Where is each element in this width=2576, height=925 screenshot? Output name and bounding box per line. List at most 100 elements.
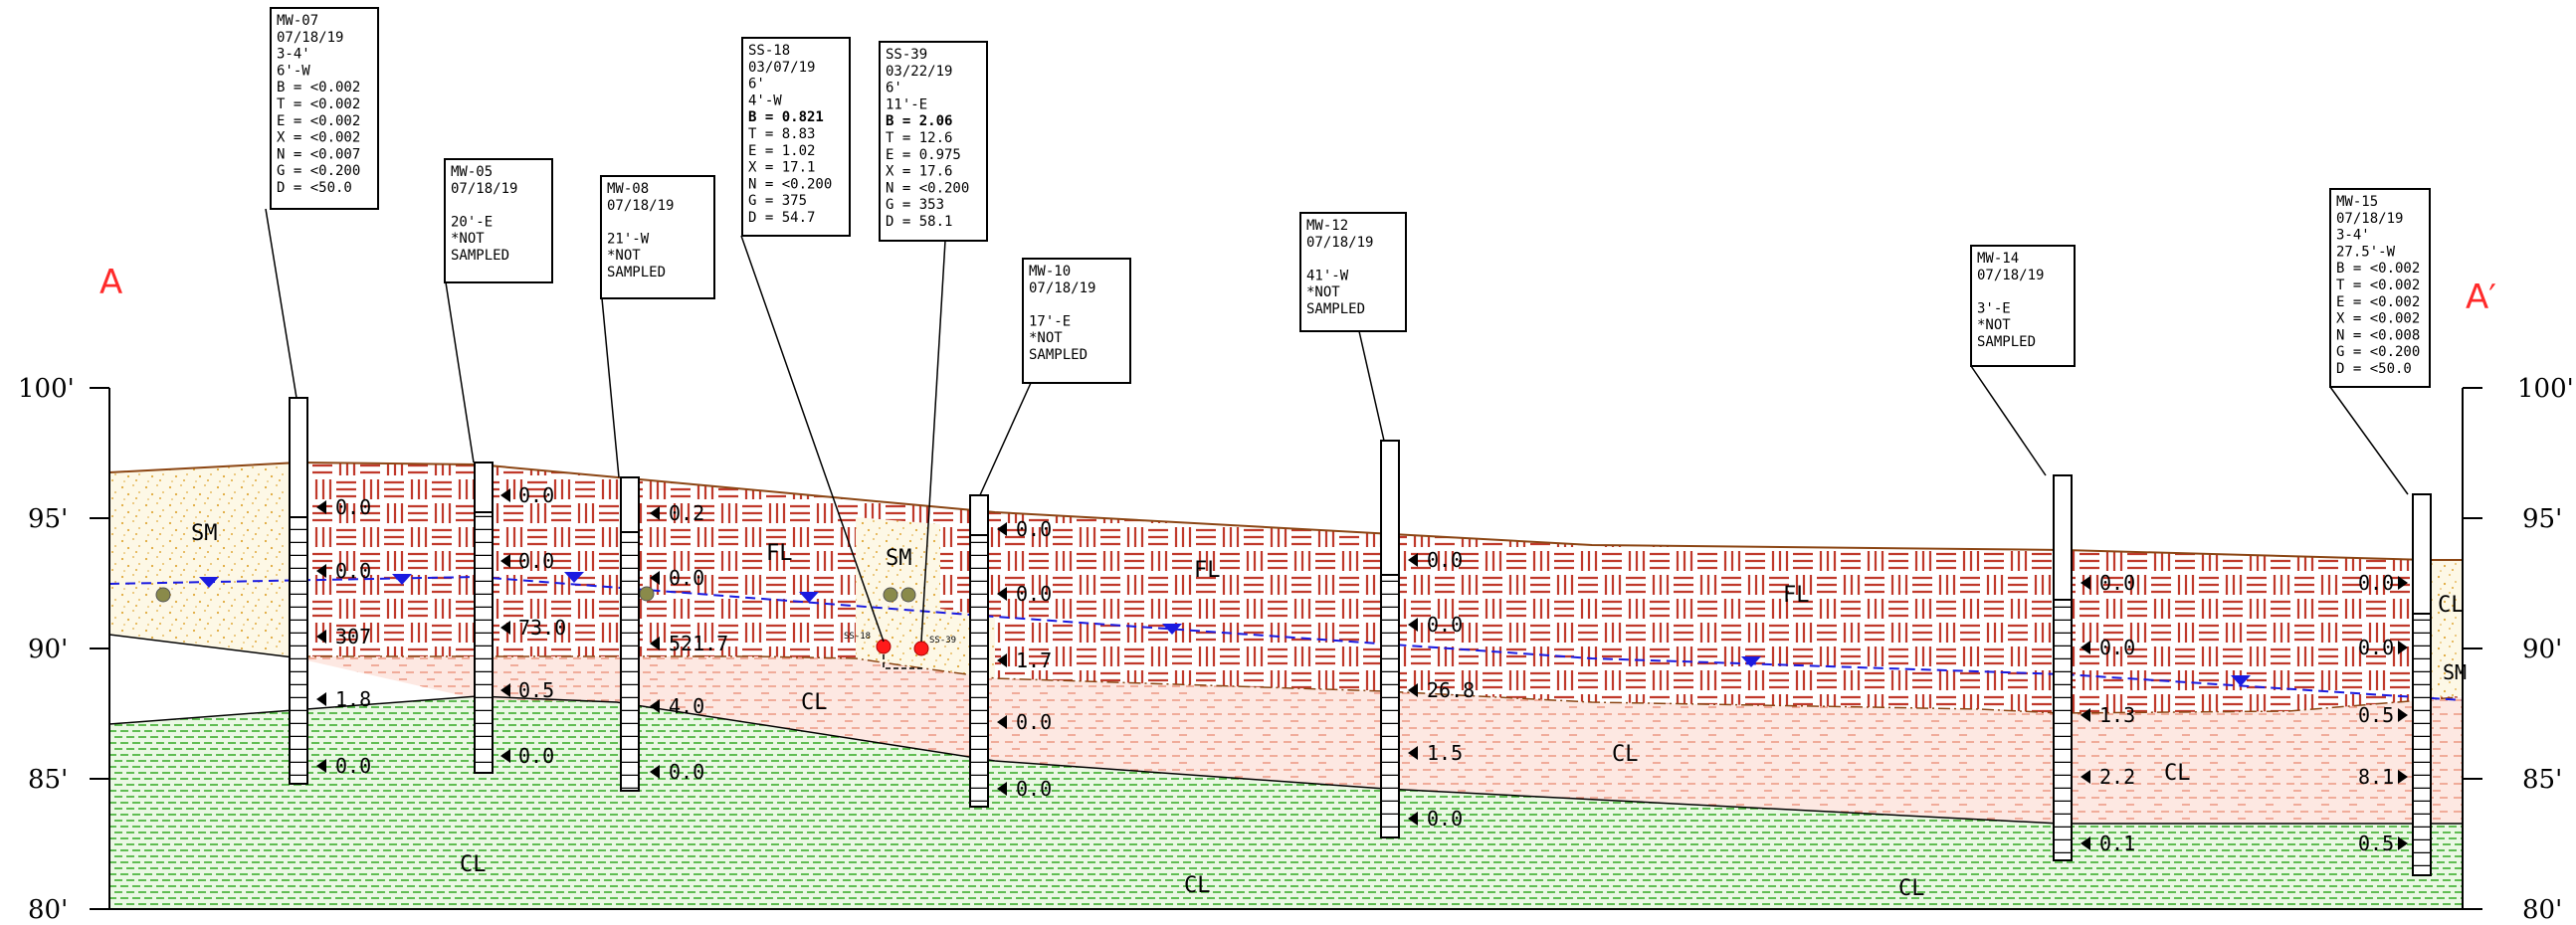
pid-value: 0.0: [335, 754, 371, 778]
gravel-symbols: [155, 586, 916, 603]
callout-line: X = 17.1: [748, 160, 815, 176]
sample-label-ss18: SS-18: [844, 632, 871, 642]
soil-label-cl-bot-1: CL: [460, 852, 487, 877]
water-table-icon: [199, 577, 219, 588]
pid-value: 0.5: [2358, 832, 2394, 855]
pid-arrows: [316, 488, 2408, 850]
soil-label-cl-bot-2: CL: [1184, 873, 1211, 898]
pid-value: 1.5: [1427, 741, 1463, 765]
ground-surface-line: [108, 461, 2463, 561]
pid-arrow-icon: [997, 715, 1007, 729]
pid-value: 0.0: [1016, 582, 1052, 606]
pid-arrow-icon: [316, 500, 326, 514]
layer-clay-red: [109, 635, 2463, 824]
sample-point-ss39: [913, 641, 929, 656]
pid-value: 0.0: [1427, 807, 1463, 831]
pid-arrow-icon: [2398, 576, 2408, 590]
elev-label-85-right: 85': [2522, 765, 2562, 795]
pid-arrow-icon: [500, 749, 510, 763]
gravel-icon: [639, 586, 655, 602]
soil-label-cl-3: CL: [2164, 761, 2191, 786]
callout-line: B = 0.821: [748, 109, 824, 125]
pid-value: 0.0: [2099, 571, 2135, 595]
callout-line: 3-4': [2336, 228, 2370, 244]
groundwater-markers: [199, 572, 2251, 686]
pid-value: 0.0: [518, 744, 554, 768]
sample-point-ss18: [876, 639, 892, 654]
elev-label-95-left: 95': [28, 504, 68, 534]
soil-label-cl-2: CL: [1612, 742, 1639, 767]
callout-line: B = 2.06: [886, 113, 952, 129]
pid-arrow-icon: [500, 554, 510, 568]
pid-arrow-icon: [650, 506, 660, 520]
callout-line: 11'-E: [886, 96, 927, 112]
pid-arrow-icon: [2081, 576, 2090, 590]
callout-line: N = <0.200: [748, 176, 832, 192]
pid-arrow-icon: [2081, 836, 2090, 850]
pid-arrow-icon: [1408, 618, 1418, 632]
pid-arrow-icon: [2398, 836, 2408, 850]
pid-arrow-icon: [997, 782, 1007, 796]
pid-arrow-icon: [316, 630, 326, 644]
boring-mw15: [2412, 493, 2432, 876]
pid-arrow-icon: [1408, 553, 1418, 567]
soil-label-sm-right: SM: [2443, 660, 2467, 684]
callout-line: 07/18/19: [1977, 268, 2044, 283]
callout-line: SS-18: [748, 43, 790, 59]
elev-label-100-left: 100': [18, 374, 75, 404]
callout-line: 20'-E: [451, 214, 493, 230]
pid-value: 26.8: [1427, 678, 1475, 702]
pid-value: 307: [335, 625, 371, 648]
callout-line: SAMPLED: [1306, 301, 1365, 317]
callout-line: 03/07/19: [748, 60, 815, 76]
callout-line: 6'-W: [277, 63, 310, 79]
pid-value: 521.7: [669, 632, 728, 655]
callout-line: *NOT: [1029, 330, 1063, 346]
callout-line: MW-08: [607, 181, 649, 197]
pid-value: 0.0: [335, 495, 371, 519]
pid-value: 0.0: [1016, 710, 1052, 734]
soil-type-labels: SM FL SM FL FL CL CL CL CL CL CL CL SM: [191, 521, 2467, 901]
callout-line: SAMPLED: [1029, 347, 1088, 363]
gravel-icon: [155, 587, 171, 603]
callout-line: D = 54.7: [748, 210, 815, 226]
callout-line: X = <0.002: [277, 130, 360, 146]
pid-value: 2.2: [2099, 765, 2135, 789]
water-table-icon: [564, 572, 584, 583]
callout-line: 03/22/19: [886, 64, 952, 80]
callout-line: T = 12.6: [886, 130, 952, 146]
boring-mw07: [289, 397, 308, 785]
pid-arrow-icon: [500, 488, 510, 502]
gravel-icon: [900, 587, 916, 603]
callout-line: 3-4': [277, 47, 310, 63]
elevation-axis-left: 100' 95' 90' 85' 80': [18, 374, 75, 925]
pid-value: 0.0: [2099, 636, 2135, 659]
callout-line: D = 58.1: [886, 214, 952, 230]
pid-value: 1.7: [1016, 648, 1052, 672]
callout-line: 07/18/19: [277, 30, 343, 46]
soil-label-fl-1: FL: [766, 541, 793, 566]
callout-line: G = <0.200: [277, 163, 360, 179]
callout-line: 41'-W: [1306, 268, 1349, 283]
pid-arrow-icon: [500, 621, 510, 635]
callout-line: MW-05: [451, 164, 493, 180]
pid-arrow-icon: [997, 653, 1007, 667]
boring-mw12: [1380, 440, 1400, 838]
callout-line: X = 17.6: [886, 164, 952, 180]
pid-arrow-icon: [997, 522, 1007, 536]
boundary-fill-base: [298, 655, 2459, 714]
callout-line: MW-07: [277, 13, 318, 29]
callout-line: E = 0.975: [886, 147, 961, 163]
pid-value: 0.0: [669, 760, 704, 784]
pid-value: 0.0: [518, 549, 554, 573]
pid-arrow-icon: [1408, 683, 1418, 697]
callout-line: N = <0.008: [2336, 327, 2420, 343]
pid-value: 0.0: [518, 483, 554, 507]
callout-line: *NOT: [607, 248, 641, 264]
